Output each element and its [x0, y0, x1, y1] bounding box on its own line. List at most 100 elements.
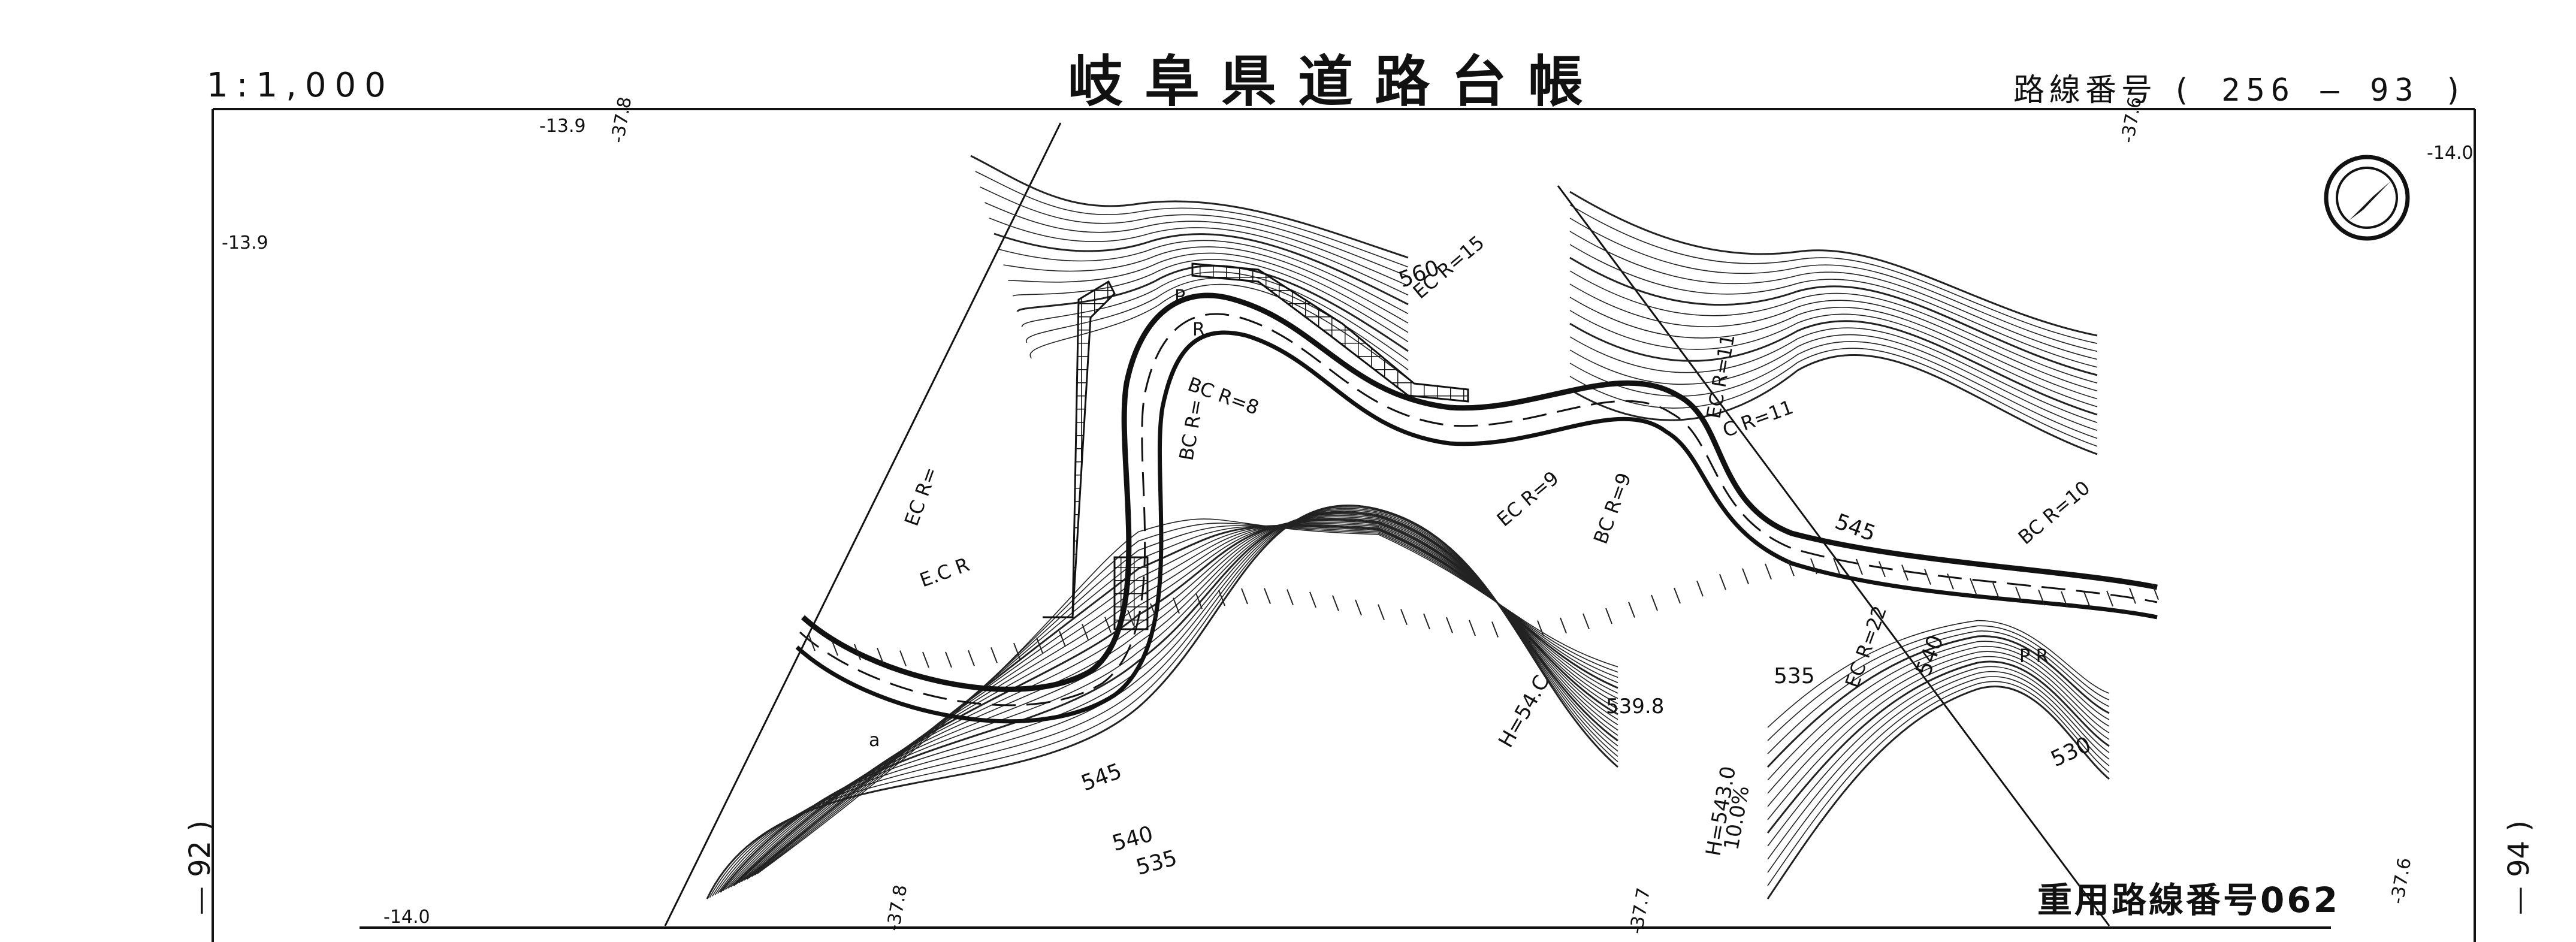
map-symbol-label: P — [1174, 286, 1185, 307]
contour-line — [1767, 620, 2110, 728]
slope-hachure — [1787, 560, 1795, 576]
slope-hachure — [2106, 590, 2113, 607]
slope-hachure — [1879, 561, 1886, 578]
contour-line — [1569, 297, 2098, 400]
slope-hachure — [1355, 599, 1362, 616]
slope-hachure — [1400, 609, 1408, 625]
slope-hachure — [1901, 564, 1908, 581]
slope-hachure — [922, 651, 929, 668]
contour-line — [1569, 191, 2098, 337]
contour-line — [1569, 256, 2098, 376]
slope-hachure — [1469, 620, 1476, 636]
slope-hachure — [1150, 603, 1157, 620]
slope-hachure — [1856, 558, 1863, 575]
grid-edge-label: -37.6 — [2387, 856, 2415, 906]
network-route-reference: 重用路線番号062 — [2037, 880, 2341, 920]
slope-hachure — [1332, 595, 1339, 612]
contour-line — [748, 526, 1618, 878]
curve-radius-label: EC R=9 — [1493, 467, 1563, 532]
route-number-label: 路線番号 ( 256 — 93 ) — [2013, 65, 2469, 110]
grid-edge-label: -37.8 — [883, 883, 911, 933]
contour-elevation-label: 545 — [1078, 759, 1125, 796]
slope-hachure — [1651, 594, 1658, 611]
slope-hachures — [808, 557, 2159, 668]
contour-line — [717, 511, 1618, 894]
grid-edge-label: -13.9 — [222, 233, 268, 253]
slope-hachure — [1127, 609, 1134, 626]
grid-edge-label: -37.6 — [2117, 95, 2146, 145]
contour-line — [727, 516, 1618, 889]
slope-hachure — [1059, 630, 1066, 647]
slope-hachure — [1104, 617, 1112, 633]
curve-radius-label: BC R= — [1174, 397, 1207, 462]
contour-line — [1767, 630, 2110, 754]
contour-line — [1569, 320, 2098, 416]
slope-hachure — [1605, 608, 1612, 624]
road-centerline — [795, 292, 2158, 724]
grid-edge-label: -14.0 — [2427, 143, 2474, 164]
contour-line — [735, 520, 1618, 885]
slope-hachure — [1287, 589, 1294, 606]
contour-line — [1767, 625, 2110, 741]
contour-line — [989, 218, 1409, 296]
contour-line — [730, 518, 1618, 887]
contour-line — [1766, 686, 2110, 899]
route-number-value: ( 256 — 93 ) — [2172, 73, 2469, 108]
contour-line — [1767, 656, 2110, 820]
contour-lines — [706, 155, 2110, 899]
elevation-label: 539.8 — [1606, 695, 1664, 718]
grid-edge-label: -37.8 — [607, 95, 636, 145]
slope-hachure — [1674, 587, 1681, 604]
slope-hachure — [1082, 624, 1089, 641]
slope-hachure — [854, 644, 861, 660]
slope-hachure — [1560, 617, 1567, 634]
slope-hachure — [808, 635, 816, 651]
slope-hachure — [1013, 642, 1020, 659]
contour-line — [1569, 231, 2098, 360]
contour-elevation-label: 540 — [1911, 632, 1949, 679]
slope-hachure — [1423, 613, 1430, 630]
contour-elevation-label: 540 — [1110, 822, 1156, 856]
contour-line — [1767, 641, 2110, 781]
slope-hachure — [1628, 602, 1635, 618]
slope-hachure — [1241, 588, 1248, 605]
curve-radius-label: EC R= — [900, 464, 943, 529]
curve-radius-label: BC R=10 — [2014, 476, 2094, 549]
slope-hachure — [877, 647, 884, 664]
contour-line — [975, 171, 1409, 268]
contour-line — [1767, 645, 2110, 794]
contour-line — [1569, 204, 2098, 344]
slope-hachure — [1992, 582, 2000, 599]
slope-hachure — [1742, 568, 1749, 584]
slope-hachure — [1583, 613, 1590, 630]
slope-hachure — [1537, 620, 1544, 636]
grid-edge-label: -13.9 — [539, 116, 586, 137]
contour-elevation-label: 530 — [2047, 732, 2095, 772]
contour-line — [746, 524, 1618, 880]
slope-hachure — [1309, 591, 1316, 608]
slope-hachure — [831, 639, 838, 656]
contour-line — [1569, 283, 2098, 392]
curve-radius-label: C R=11 — [1720, 395, 1796, 442]
slope-hachure — [1947, 573, 1954, 590]
contour-line — [741, 523, 1618, 883]
map-symbol-label: P R — [2019, 646, 2048, 667]
contour-line — [719, 512, 1618, 893]
slope-hachure — [2038, 589, 2045, 606]
contour-line — [1767, 676, 2110, 873]
contour-line — [1766, 635, 2110, 768]
slope-hachure — [1833, 557, 1840, 574]
contour-elevation-label: 535 — [1774, 664, 1815, 689]
contour-line — [744, 524, 1618, 881]
contour-line — [725, 515, 1618, 890]
page-title: 岐阜県道路台帳 — [1067, 50, 1605, 114]
contour-line — [1767, 651, 2110, 807]
map-frame — [212, 108, 2476, 942]
map-symbol-label: a — [869, 730, 880, 751]
contour-line — [1767, 666, 2110, 847]
contour-line — [738, 521, 1618, 884]
contour-line — [714, 509, 1618, 895]
survey-boundary — [664, 122, 2110, 926]
retaining-walls — [1043, 262, 1469, 630]
